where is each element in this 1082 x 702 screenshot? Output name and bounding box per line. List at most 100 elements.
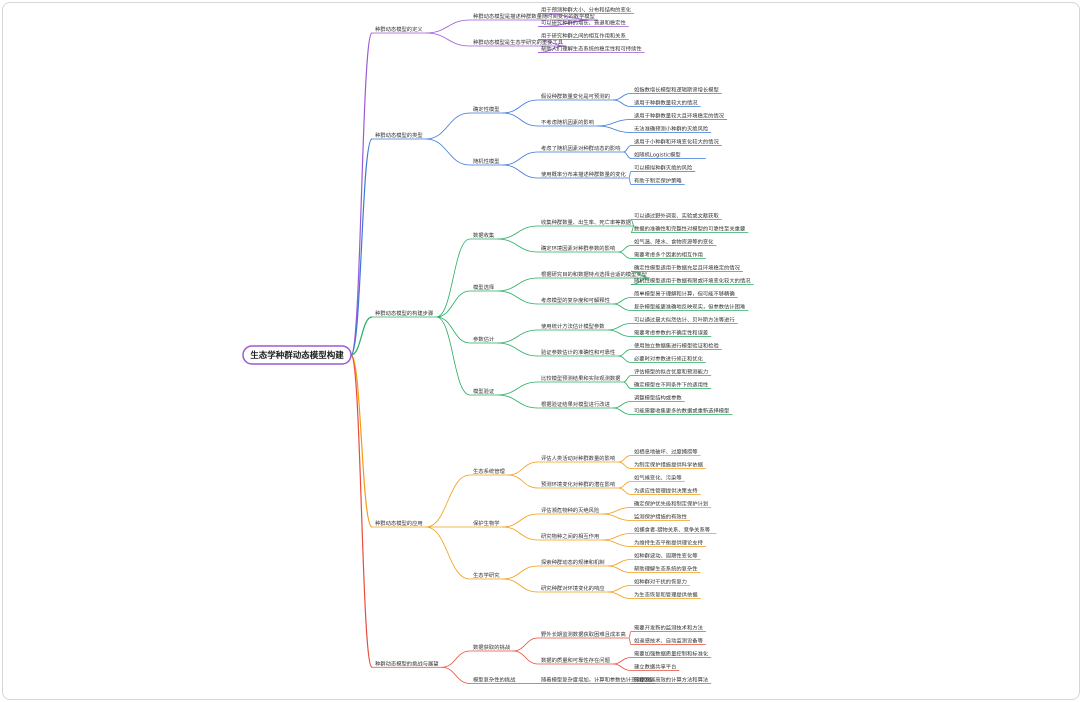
connector [507, 461, 539, 476]
connector [513, 650, 539, 665]
node-label: 探索种群动态的规律和机制 [541, 558, 605, 566]
connector [502, 151, 539, 166]
node-label: 种群动态模型是描述种群数量随时间变化的数学模型 [473, 12, 596, 20]
connector [441, 666, 471, 684]
connector [612, 297, 632, 305]
node-label: 参数估计 [473, 335, 495, 343]
connector [497, 225, 539, 240]
node-label: 数据的质量和可靠性存在问题 [541, 656, 611, 664]
node-label: 如遥感技术、自动监测设备等 [634, 637, 704, 645]
node-label: 保护生物学 [473, 519, 500, 527]
node-label: 种群动态模型的构建步骤 [375, 309, 433, 317]
connector [497, 381, 539, 396]
node-label: 考虑了随机因素对种群动态的影响 [541, 144, 620, 152]
connector [350, 354, 373, 668]
node-label: 比较模型预测结果和实际观测数据 [541, 374, 621, 382]
connector [502, 565, 539, 580]
connector [618, 355, 632, 363]
connector [596, 119, 632, 127]
node-label: 可以模拟种群灭绝的风险 [634, 164, 693, 172]
node-label: 数据获取的挑战 [473, 643, 511, 651]
node-label: 模型复杂性的挑战 [473, 676, 516, 684]
node-label: 用于预测种群大小、分布和结构的变化 [541, 6, 632, 14]
connector [425, 32, 471, 47]
connector [618, 349, 632, 357]
connector [596, 125, 632, 133]
node-label: 如捕食者-猎物关系、竞争关系等 [634, 526, 711, 534]
connector [441, 650, 471, 668]
connector [602, 513, 632, 521]
connector [628, 631, 632, 639]
connector [436, 290, 471, 318]
connector [607, 591, 632, 599]
connector [436, 316, 471, 396]
connector [497, 394, 539, 409]
node-label: 种群动态模型的类型 [375, 131, 423, 139]
connector [425, 19, 471, 34]
node-label: 数据收集 [473, 231, 495, 239]
connector [425, 112, 471, 140]
node-label: 随机性模型适用于数据有限或环境变化较大的情况 [634, 277, 751, 285]
connector [612, 407, 632, 415]
root-label: 生态学种群动态模型构建 [250, 350, 344, 361]
node-label: 研究物种之间的相互作用 [541, 532, 599, 540]
node-label: 可以研究种群的增长、衰退和稳定性 [541, 19, 626, 27]
node-label: 需要考虑参数的不确定性和误差 [634, 329, 708, 337]
node-label: 必要时对参数进行修正和优化 [634, 355, 704, 363]
node-label: 确定模型在不同条件下的适用性 [634, 381, 709, 389]
connector [628, 171, 632, 179]
connector [612, 657, 632, 665]
connector [502, 112, 539, 127]
node-label: 如气候变化、污染等 [634, 474, 682, 482]
node-label: 为维持生态平衡提供理论支持 [634, 539, 704, 547]
node-label: 为生态恢复和管理提供依据 [634, 591, 698, 599]
node-label: 调整模型结构或参数 [634, 394, 682, 402]
connector [618, 251, 632, 259]
connector [350, 32, 373, 356]
node-label: 需要发展高效的计算方法和算法 [634, 676, 708, 684]
connector [607, 559, 632, 567]
node-label: 随机性模型 [473, 157, 500, 165]
node-label: 需要考虑多个因素的相互作用 [634, 251, 703, 259]
connector [628, 177, 632, 185]
connector [602, 533, 632, 541]
connector [436, 316, 471, 344]
connector [623, 381, 632, 389]
node-label: 根据验证结果对模型进行改进 [541, 400, 611, 408]
node-label: 使用概率分布来描述种群数量的变化 [541, 170, 626, 178]
node-label: 收集种群数量、出生率、死亡率等数据 [541, 218, 632, 226]
root-node[interactable] [242, 345, 352, 365]
connector [612, 663, 632, 671]
node-label: 随着模型复杂度增加，计算和参数估计变得困难 [541, 676, 653, 684]
connector [623, 375, 632, 383]
connector [497, 342, 539, 357]
node-label: 使用统计方法估计模型参数 [541, 322, 605, 330]
connector [497, 290, 539, 305]
connector [618, 461, 632, 469]
node-label: 预测环境变化对种群的潜在影响 [541, 480, 615, 488]
connector [612, 401, 632, 409]
node-label: 无法准确预测小种群的灭绝风险 [634, 125, 709, 133]
connector [502, 526, 539, 541]
node-label: 种群动态模型是生态学研究的重要工具 [473, 38, 564, 46]
connector [607, 323, 632, 331]
node-label: 可以通过最大似然估计、贝叶斯方法等进行 [634, 316, 735, 324]
node-label: 为制定保护措施提供科学依据 [634, 461, 704, 469]
mindmap: 种群动态模型的定义种群动态模型是描述种群数量随时间变化的数学模型用于预测种群大小… [242, 6, 754, 684]
node-label: 使用独立数据集进行模型验证和检验 [634, 342, 719, 350]
node-label: 帮助理解生态系统的复杂性 [634, 565, 698, 573]
connector [623, 151, 632, 159]
node-label: 种群动态模型的挑战与展望 [375, 659, 439, 667]
node-label: 确定保护优先级和制定保护计划 [634, 500, 708, 508]
node-label: 考虑模型的复杂度和可解释性 [541, 296, 611, 304]
connector [618, 487, 632, 495]
node-label: 根据研究目的和数据特点选择合适的模型类型 [541, 270, 648, 278]
connector [507, 474, 539, 489]
node-label: 如种群波动、周期性变化等 [634, 552, 698, 560]
connector [618, 455, 632, 463]
node-label: 需要开发新的监测技术和方法 [634, 624, 703, 632]
node-label: 有助于制定保护策略 [634, 177, 682, 185]
node-label: 评估人类活动对种群数量的影响 [541, 454, 615, 462]
node-label: 适用于种群数量较大的情况 [634, 99, 698, 107]
